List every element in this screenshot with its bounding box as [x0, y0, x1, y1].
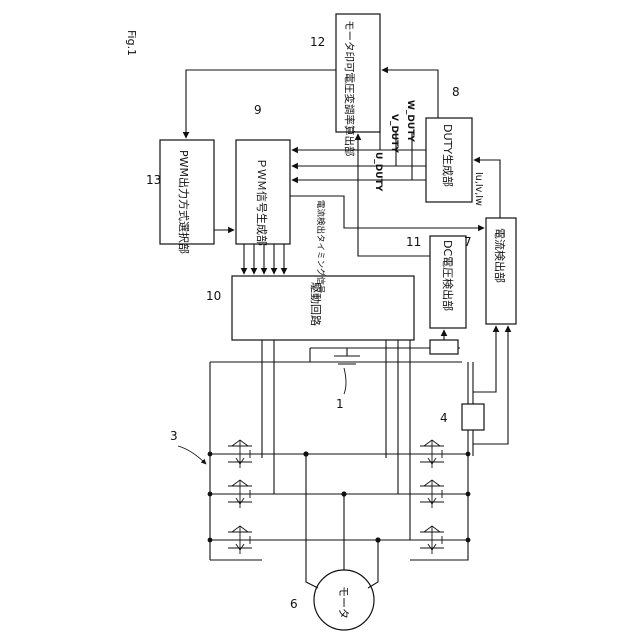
ref-9: 9: [254, 103, 262, 117]
modulation-rate-label: モータ印可電圧変調率算出部: [343, 20, 356, 157]
motor-label: モータ: [337, 586, 350, 619]
dc-voltage-label: DC電圧検出部: [441, 240, 455, 311]
upper-switches: [228, 440, 252, 554]
inverter-ref: 3: [170, 429, 178, 443]
pwm-signal-label: ＰＷＭ信号生成部: [255, 158, 269, 246]
ref-10: 10: [206, 289, 221, 303]
voltage-divider: [430, 340, 458, 354]
ref-7: 7: [464, 235, 472, 249]
w-duty-label: W_DUTY: [405, 100, 415, 142]
battery-ref: 1: [336, 397, 344, 411]
duty-generator-label: DUTY生成部: [441, 124, 455, 187]
ref-12: 12: [310, 35, 325, 49]
v-duty-label: V_DUTY: [389, 114, 399, 153]
motor-ref: 6: [290, 597, 298, 611]
lower-switches: [420, 440, 444, 554]
iuvw-label: Iu,Iv,Iw: [473, 172, 484, 206]
timing-signal-label: 電流検出タイミング信号: [315, 200, 326, 294]
u-duty-label: U_DUTY: [373, 152, 383, 192]
ref-11: 11: [406, 235, 421, 249]
ref-13: 13: [146, 173, 161, 187]
modulation-rate-block: [336, 14, 380, 132]
shunt-resistor: [462, 404, 484, 430]
pwm-mode-select-label: PWM出力方式選択部: [177, 150, 191, 254]
figure-label: Fig.1: [125, 30, 138, 56]
ref-8: 8: [452, 85, 460, 99]
current-detect-label: 電流検出部: [493, 228, 507, 283]
shunt-ref: 4: [440, 411, 448, 425]
